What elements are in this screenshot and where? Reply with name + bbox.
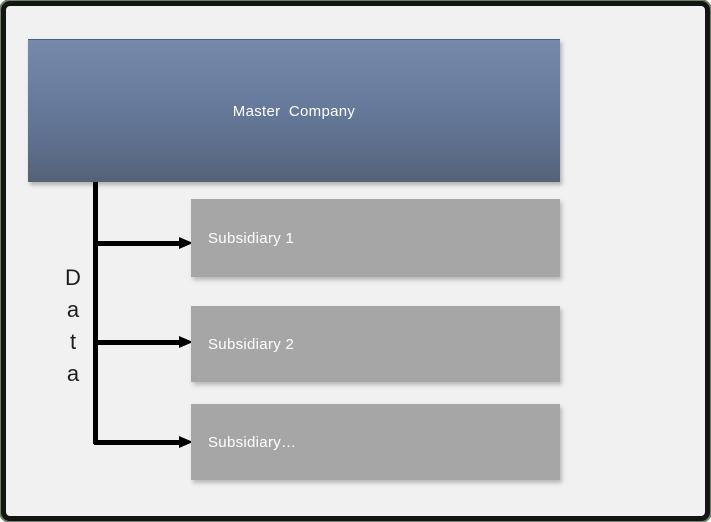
subsidiary-2-label: Subsidiary 2: [208, 335, 295, 353]
data-flow-label: D a t a: [56, 262, 90, 390]
arrow-shaft: [94, 440, 180, 445]
arrow-to-subsidiary-3: [94, 436, 193, 449]
connector-trunk-line: [93, 182, 98, 444]
data-letter-d: D: [65, 265, 81, 290]
subsidiary-1-label: Subsidiary 1: [208, 229, 295, 247]
data-letter-a1: a: [66, 297, 80, 322]
arrowhead-icon: [179, 237, 193, 249]
subsidiary-3-box: Subsidiary…: [191, 404, 560, 480]
arrowhead-icon: [179, 436, 193, 448]
data-letter-a2: a: [66, 361, 80, 386]
master-company-label: Master Company: [232, 102, 356, 120]
subsidiary-1-box: Subsidiary 1: [191, 199, 560, 277]
arrowhead-icon: [179, 336, 193, 348]
arrow-shaft: [94, 340, 180, 345]
master-company-box: Master Company: [28, 39, 560, 182]
subsidiary-2-box: Subsidiary 2: [191, 306, 560, 382]
arrow-to-subsidiary-1: [94, 237, 193, 250]
arrow-shaft: [94, 241, 180, 246]
subsidiary-3-label: Subsidiary…: [208, 433, 297, 451]
arrow-to-subsidiary-2: [94, 336, 193, 349]
data-letter-t: t: [69, 329, 77, 354]
